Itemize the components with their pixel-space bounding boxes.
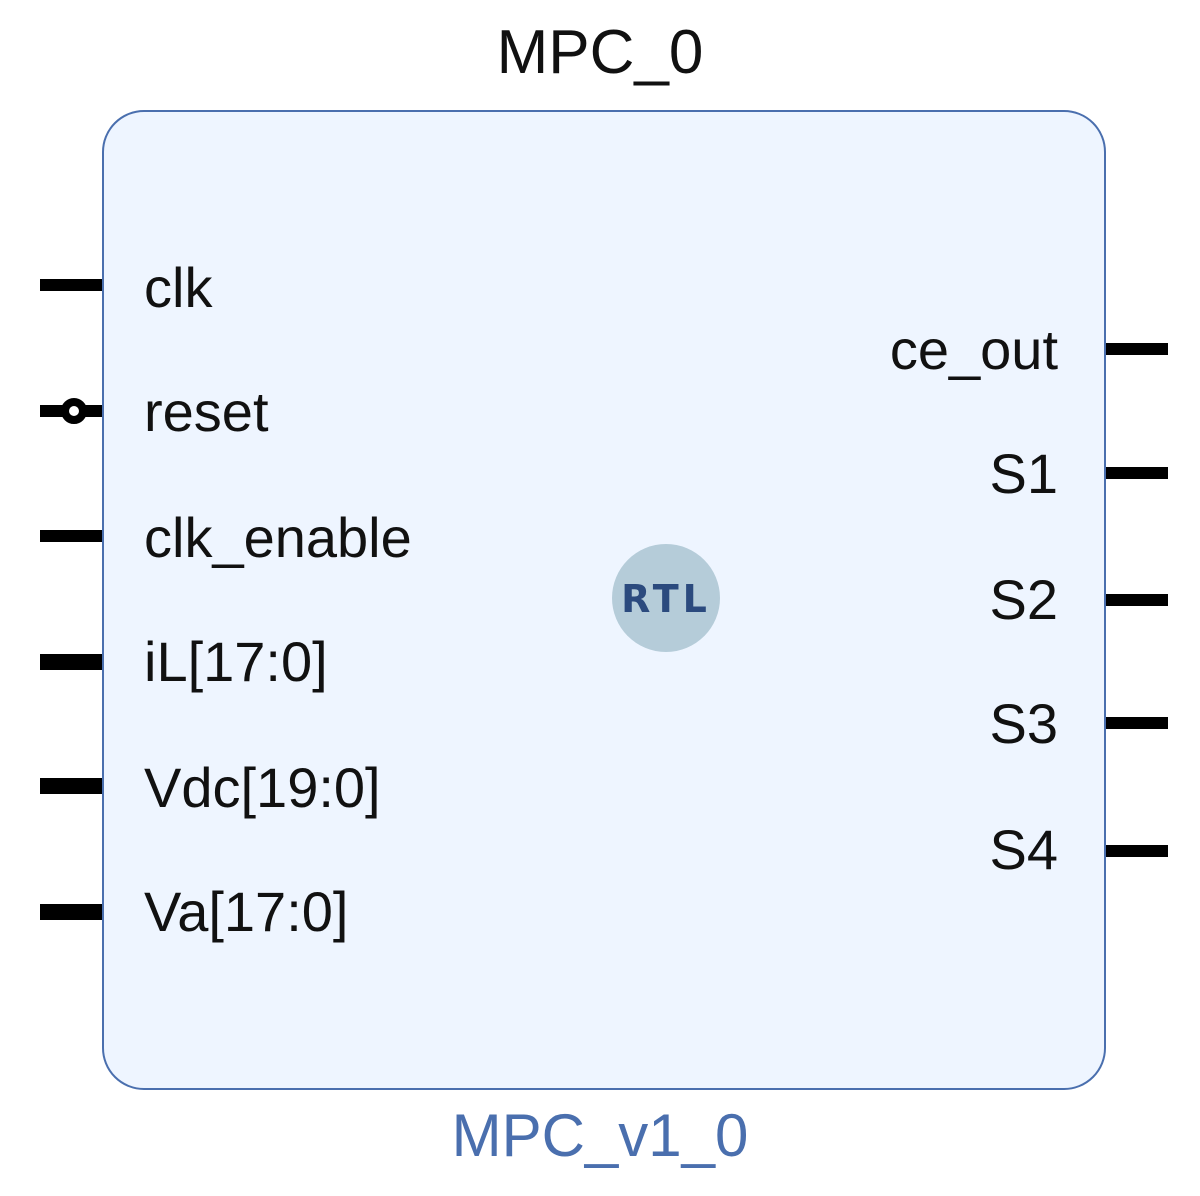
rtl-badge-icon: RTL xyxy=(612,544,720,652)
reset-inversion-bubble xyxy=(61,398,87,424)
rtl-badge-text: RTL xyxy=(621,577,711,621)
pin-s2[interactable] xyxy=(1106,594,1168,606)
pin-s1[interactable] xyxy=(1106,467,1168,479)
rtl-module-block[interactable] xyxy=(102,110,1106,1090)
pin-va[interactable] xyxy=(40,904,102,920)
pin-ce-out[interactable] xyxy=(1106,343,1168,355)
pin-s3[interactable] xyxy=(1106,717,1168,729)
port-label-reset: reset xyxy=(144,380,269,443)
instance-name: MPC_0 xyxy=(496,18,704,87)
port-label-s4: S4 xyxy=(989,818,1059,881)
port-label-il: iL[17:0] xyxy=(144,630,328,693)
port-label-vdc: Vdc[19:0] xyxy=(144,756,381,819)
port-label-s2: S2 xyxy=(989,568,1059,631)
port-label-va: Va[17:0] xyxy=(144,880,349,943)
port-label-clk-enable: clk_enable xyxy=(144,506,412,569)
port-label-s3: S3 xyxy=(989,692,1059,755)
pin-clk-enable[interactable] xyxy=(40,530,102,542)
pin-s4[interactable] xyxy=(1106,845,1168,857)
module-name: MPC_v1_0 xyxy=(451,1102,749,1169)
port-label-ce-out: ce_out xyxy=(889,318,1058,381)
rtl-badge-circle xyxy=(612,544,720,652)
pin-clk[interactable] xyxy=(40,279,102,291)
pin-vdc[interactable] xyxy=(40,778,102,794)
port-label-s1: S1 xyxy=(989,442,1059,505)
port-label-clk: clk xyxy=(144,256,213,319)
pin-il[interactable] xyxy=(40,654,102,670)
